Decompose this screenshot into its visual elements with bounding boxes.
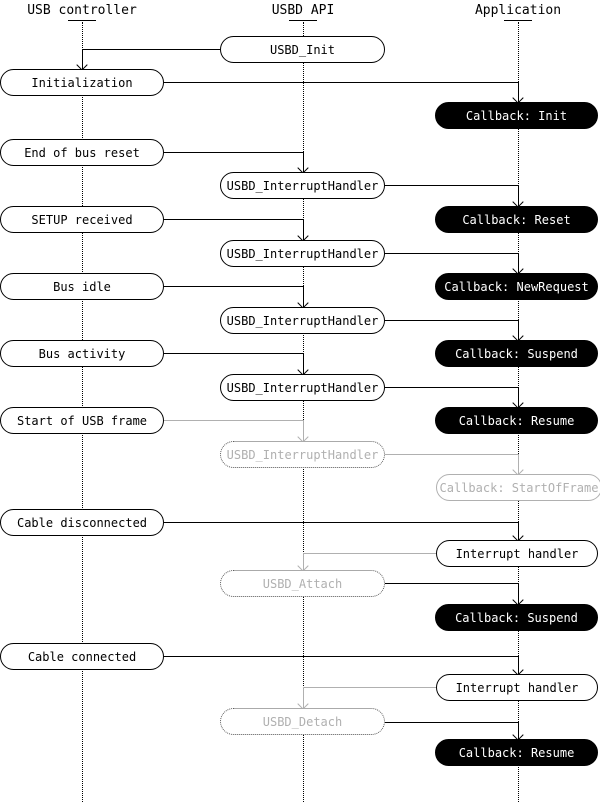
connector-line [303,687,436,688]
connector-line [385,185,518,186]
node-bus-idle: Bus idle [0,273,164,300]
node-callback-resume-2: Callback: Resume [435,739,598,766]
connector-line [518,82,519,102]
node-callback-resume-1: Callback: Resume [435,407,598,434]
connector-line [303,286,304,307]
node-usbd-interrupthandler-4: USBD_InterruptHandler [220,374,385,401]
connector-line [303,687,304,708]
connector-line [303,152,304,172]
node-usbd-detach: USBD_Detach [220,708,385,735]
connector-line [385,583,518,584]
connector-line [82,49,83,69]
connector-line [303,553,436,554]
node-callback-newrequest: Callback: NewRequest [435,273,598,300]
connector-line [164,353,303,354]
connector-line [164,522,518,523]
node-callback-reset: Callback: Reset [435,206,598,233]
connector-line [164,420,303,421]
connector-line [303,219,304,240]
node-interrupt-handler-1: Interrupt handler [436,540,598,567]
node-cable-connected: Cable connected [0,643,164,670]
connector-line [303,353,304,374]
node-interrupt-handler-2: Interrupt handler [436,674,598,701]
column-header-usb-controller: USB controller [27,3,137,18]
node-usbd-interrupthandler-1: USBD_InterruptHandler [220,172,385,199]
connector-line [518,656,519,674]
connector-line [518,454,519,474]
node-start-of-usb-frame: Start of USB frame [0,407,164,434]
node-cable-disconnected: Cable disconnected [0,509,164,536]
connector-line [385,320,518,321]
connector-line [164,286,303,287]
node-setup-received: SETUP received [0,206,164,233]
connector-line [385,387,518,388]
node-usbd-init: USBD_Init [220,36,385,63]
connector-line [164,219,303,220]
node-end-of-bus-reset: End of bus reset [0,139,164,166]
column-header-usbd-api: USBD API [271,3,335,18]
connector-line [385,253,518,254]
node-callback-suspend-1: Callback: Suspend [435,340,598,367]
connector-line [518,253,519,273]
connector-line [303,420,304,441]
connector-line [385,722,518,723]
node-callback-init: Callback: Init [435,102,598,129]
connector-line [518,522,519,540]
connector-line [82,49,222,50]
header-underline [68,20,96,21]
column-header-application: Application [474,3,562,18]
connector-line [385,454,518,455]
lifeline-usbd-api [303,22,304,802]
node-usbd-attach: USBD_Attach [220,570,385,597]
node-usbd-interrupthandler-ghost: USBD_InterruptHandler [220,441,385,468]
connector-line [164,656,518,657]
header-underline [289,20,317,21]
connector-line [164,82,518,83]
connector-line [518,722,519,739]
node-callback-suspend-2: Callback: Suspend [435,604,598,631]
connector-line [518,185,519,206]
node-usbd-interrupthandler-3: USBD_InterruptHandler [220,307,385,334]
node-usbd-interrupthandler-2: USBD_InterruptHandler [220,240,385,267]
connector-line [518,320,519,340]
node-bus-activity: Bus activity [0,340,164,367]
connector-line [303,553,304,570]
header-underline [504,20,532,21]
connector-line [164,152,303,153]
connector-line [518,387,519,407]
node-initialization: Initialization [0,69,164,96]
connector-line [518,583,519,604]
node-callback-startofframe: Callback: StartOfFrame [436,474,600,501]
